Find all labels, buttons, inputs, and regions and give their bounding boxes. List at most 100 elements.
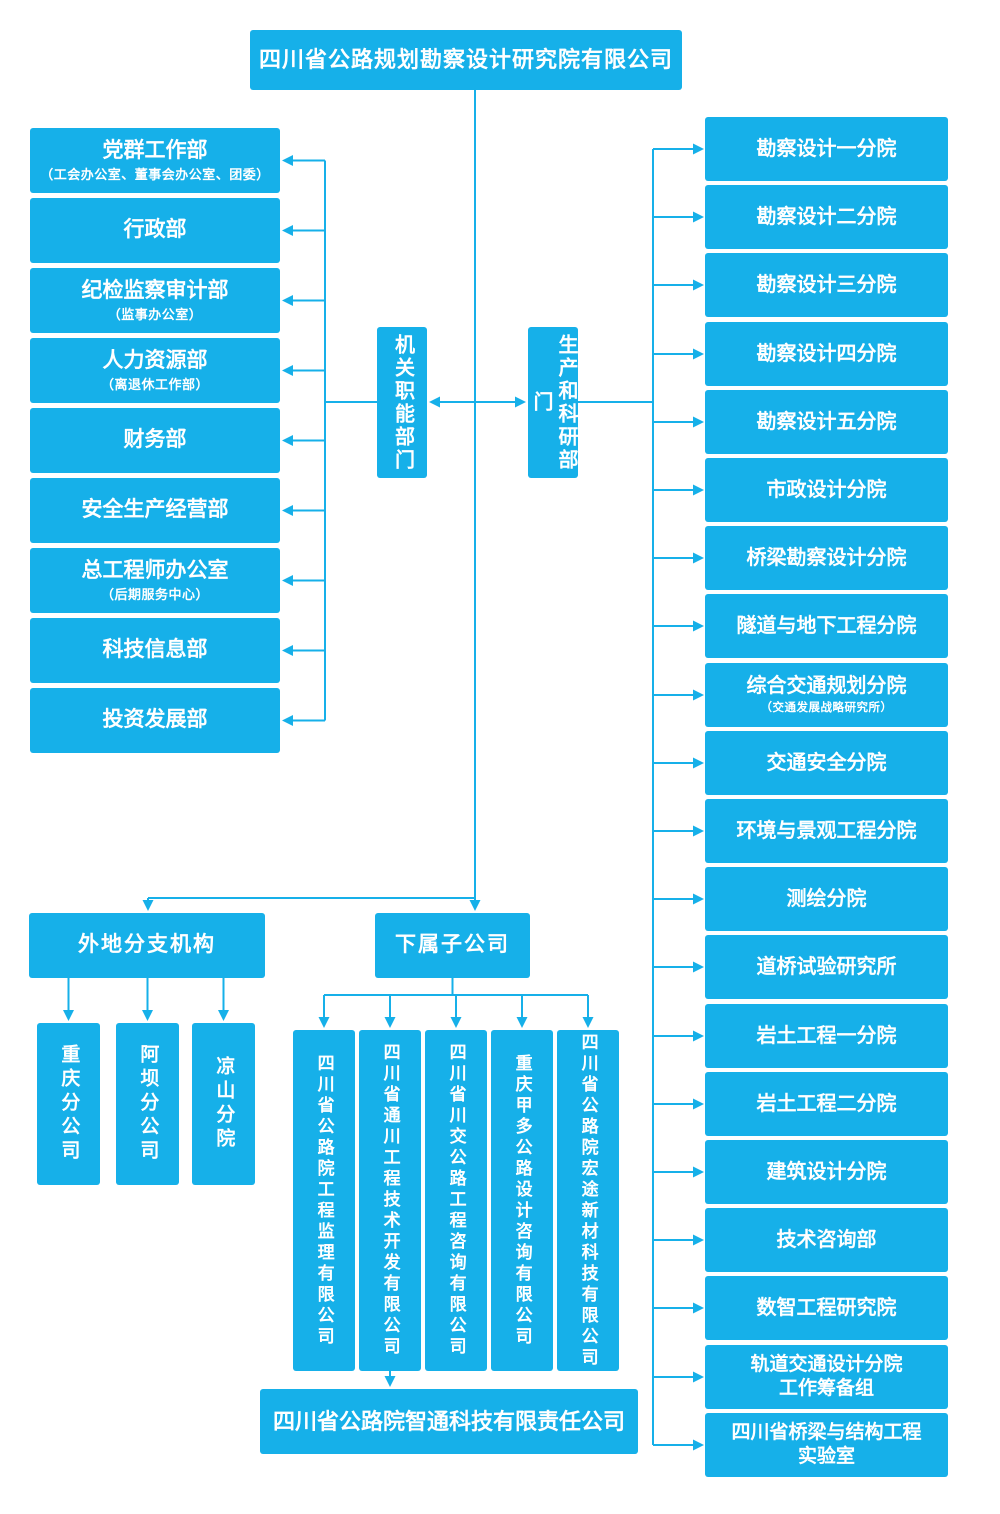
org-root-label: 四川省公路规划勘察设计研究院有限公司: [258, 47, 673, 73]
branch-box: 重庆分公司: [37, 1023, 100, 1185]
production-dept-box: 勘察设计五分院: [705, 390, 948, 454]
bottom-company-box: 四川省公路院智通科技有限责任公司: [260, 1389, 638, 1454]
bottom-company-label: 四川省公路院智通科技有限责任公司: [272, 1408, 625, 1434]
production-dept-label: 岩土工程二分院: [756, 1092, 897, 1115]
production-dept-box: 交通安全分院: [705, 731, 948, 795]
arrowhead-icon: [693, 1166, 704, 1178]
subsidiaries-group-label: 下属子公司: [395, 933, 510, 957]
production-dept-label: 岩土工程一分院: [756, 1024, 897, 1047]
production-dept-box: 桥梁勘察设计分院: [705, 526, 948, 590]
arrowhead-icon: [693, 1234, 704, 1246]
admin-dept-sublabel: （离退休工作部）: [100, 377, 209, 392]
arrowhead-icon: [282, 155, 293, 166]
production-dept-label: 测绘分院: [786, 887, 867, 910]
production-dept-box: 综合交通规划分院 （交通发展战略研究所）: [705, 663, 948, 727]
arrowhead-icon: [693, 552, 704, 564]
production-dept-label: 综合交通规划分院: [746, 675, 907, 698]
subsidiary-box: 重庆甲多公路设计咨询有限公司: [491, 1030, 553, 1371]
arrowhead-icon: [282, 645, 293, 656]
arrowhead-icon: [693, 1439, 704, 1451]
arrowhead-icon: [693, 1371, 704, 1383]
production-research-group-label: 生产和科研部门: [530, 333, 577, 472]
arrowhead-icon: [693, 279, 704, 291]
arrowhead-icon: [282, 575, 293, 586]
arrowhead-icon: [693, 484, 704, 496]
arrowhead-icon: [693, 348, 704, 360]
production-dept-label: 数智工程研究院: [756, 1296, 897, 1319]
production-dept-box: 市政设计分院: [705, 458, 948, 522]
admin-dept-box: 人力资源部 （离退休工作部）: [30, 338, 280, 403]
production-research-group-box: 生产和科研部门: [528, 327, 578, 478]
arrowhead-icon: [693, 1302, 704, 1314]
production-dept-box: 岩土工程二分院: [705, 1072, 948, 1136]
production-dept-label: 勘察设计五分院: [756, 410, 897, 433]
arrowhead-icon: [693, 211, 704, 223]
production-dept-box: 环境与景观工程分院: [705, 799, 948, 863]
subsidiary-box: 四川省通川工程技术开发有限公司: [359, 1030, 421, 1371]
arrowhead-icon: [429, 396, 440, 408]
production-dept-label: 四川省桥梁与结构工程: [731, 1422, 922, 1444]
admin-dept-box: 行政部: [30, 198, 280, 263]
production-dept-label: 环境与景观工程分院: [736, 819, 917, 842]
admin-dept-box: 纪检监察审计部（监事办公室）: [30, 268, 280, 333]
production-dept-label-line2: 实验室: [797, 1446, 855, 1467]
production-dept-box: 勘察设计一分院: [705, 117, 948, 181]
admin-dept-label: 行政部: [123, 218, 187, 242]
arrowhead-icon: [582, 1017, 594, 1028]
production-dept-sublabel: （交通发展战略研究所）: [760, 702, 893, 715]
arrowhead-icon: [142, 900, 154, 911]
arrowhead-icon: [693, 1030, 704, 1042]
subsidiaries-group-box: 下属子公司: [375, 913, 530, 978]
arrowhead-icon: [693, 961, 704, 973]
admin-dept-label: 总工程师办公室: [81, 558, 229, 582]
arrowhead-icon: [693, 757, 704, 769]
production-dept-label: 勘察设计三分院: [756, 273, 897, 296]
arrowhead-icon: [693, 689, 704, 701]
admin-dept-box: 安全生产经营部: [30, 478, 280, 543]
branch-label: 阿坝分公司: [137, 1044, 159, 1164]
admin-dept-box: 科技信息部: [30, 618, 280, 683]
admin-dept-box: 总工程师办公室 （后期服务中心）: [30, 548, 280, 613]
production-dept-box: 道桥试验研究所: [705, 935, 948, 999]
production-dept-box: 四川省桥梁与结构工程实验室: [705, 1413, 948, 1477]
arrowhead-icon: [693, 1098, 704, 1110]
admin-dept-label: 人力资源部: [102, 348, 208, 372]
subsidiary-label: 四川省公路院工程监理有限公司: [314, 1053, 334, 1348]
arrowhead-icon: [693, 416, 704, 428]
arrowhead-icon: [384, 1017, 396, 1028]
branch-box: 凉山分院: [192, 1023, 255, 1185]
arrowhead-icon: [282, 505, 293, 516]
production-dept-box: 勘察设计三分院: [705, 253, 948, 317]
branch-label: 重庆分公司: [58, 1044, 80, 1164]
arrowhead-icon: [515, 396, 526, 408]
arrowhead-icon: [282, 435, 293, 446]
production-dept-box: 数智工程研究院: [705, 1276, 948, 1340]
production-dept-label: 技术咨询部: [776, 1228, 877, 1251]
arrowhead-icon: [693, 620, 704, 632]
branches-group-box: 外地分支机构: [29, 913, 265, 978]
admin-dept-box: 党群工作部（工会办公室、董事会办公室、团委）: [30, 128, 280, 193]
admin-dept-sublabel: （后期服务中心）: [100, 587, 209, 602]
admin-dept-sublabel: （工会办公室、董事会办公室、团委）: [40, 167, 270, 182]
admin-functions-group-label: 机关职能部门: [391, 333, 414, 472]
arrowhead-icon: [693, 143, 704, 155]
arrowhead-icon: [282, 225, 293, 236]
arrowhead-icon: [384, 1376, 396, 1387]
production-dept-label: 隧道与地下工程分院: [736, 614, 917, 637]
production-dept-label: 市政设计分院: [766, 478, 887, 501]
production-dept-label: 桥梁勘察设计分院: [746, 546, 907, 569]
admin-dept-label: 安全生产经营部: [81, 498, 229, 522]
admin-dept-sublabel: （监事办公室）: [107, 307, 203, 322]
production-dept-label: 交通安全分院: [766, 751, 887, 774]
arrowhead-icon: [693, 825, 704, 837]
production-dept-label: 建筑设计分院: [766, 1160, 887, 1183]
arrowhead-icon: [282, 715, 293, 726]
production-dept-box: 勘察设计四分院: [705, 322, 948, 386]
subsidiary-box: 四川省公路院工程监理有限公司: [293, 1030, 355, 1371]
arrowhead-icon: [693, 893, 704, 905]
production-dept-box: 岩土工程一分院: [705, 1004, 948, 1068]
admin-dept-box: 投资发展部: [30, 688, 280, 753]
production-dept-label: 勘察设计一分院: [756, 137, 897, 160]
